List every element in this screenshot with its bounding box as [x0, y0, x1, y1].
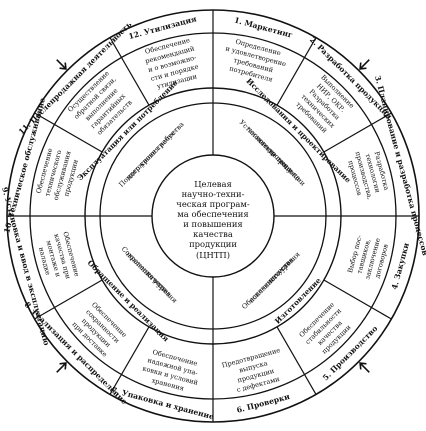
- center-line: научно-техни-: [182, 189, 245, 199]
- inner-note-line: качества: [145, 270, 173, 298]
- arrow-icon: [56, 362, 67, 373]
- arrow-icon: [359, 59, 370, 70]
- center-line: продукции: [189, 239, 237, 249]
- stage-dividers: [7, 10, 419, 422]
- stage-divider: [323, 279, 392, 320]
- cycle-arrows: [56, 59, 370, 373]
- center-line: и повышения: [183, 219, 242, 229]
- inner-note-line: качества: [267, 256, 295, 284]
- arrow-icon: [56, 59, 67, 70]
- stage-divider: [276, 37, 317, 106]
- center-line: ческая програм-: [176, 199, 250, 209]
- center-line: Целевая: [194, 179, 232, 189]
- stage-divider: [109, 326, 150, 395]
- stage-title: 1. Маркетинг: [233, 16, 294, 40]
- center-line: качества: [193, 229, 233, 239]
- stage-title: 6. Проверки: [236, 392, 291, 415]
- stage-divider: [276, 326, 317, 395]
- stage-divider: [109, 37, 150, 106]
- center-line: ма обеспечения: [177, 209, 248, 219]
- stage-divider: [323, 112, 392, 153]
- stage-divider: [34, 279, 103, 320]
- phase-dividers: [85, 88, 341, 344]
- center-line: (ЦНТП): [196, 250, 230, 260]
- arrow-icon: [359, 362, 370, 373]
- center-block: Целевая научно-техни- ческая програм- ма…: [176, 179, 250, 260]
- stage-divider: [34, 112, 103, 153]
